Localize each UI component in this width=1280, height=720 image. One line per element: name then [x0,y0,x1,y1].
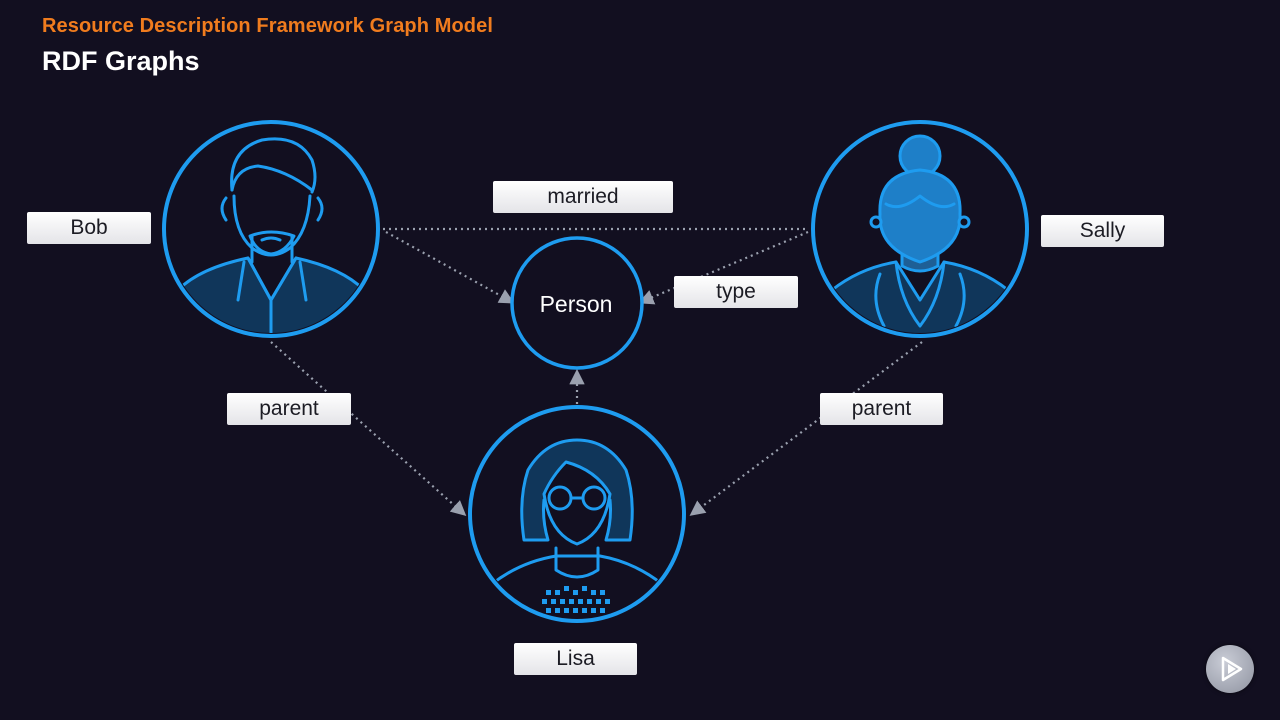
edge-label-married: married [493,181,673,213]
edge-label-parent-sally: parent [820,393,943,425]
person-node-label: Person [511,286,641,322]
edge-bob-parent [271,342,464,514]
bob-node [164,122,378,340]
edge-label-parent-bob: parent [227,393,351,425]
edge-label-type: type [674,276,798,308]
bob-label: Bob [27,212,151,244]
lisa-node [470,407,684,630]
play-logo-icon [1206,645,1254,693]
sally-node [813,122,1027,340]
lisa-label: Lisa [514,643,637,675]
sally-label: Sally [1041,215,1164,247]
edge-bob-type [386,232,512,302]
edge-sally-parent [692,342,922,514]
